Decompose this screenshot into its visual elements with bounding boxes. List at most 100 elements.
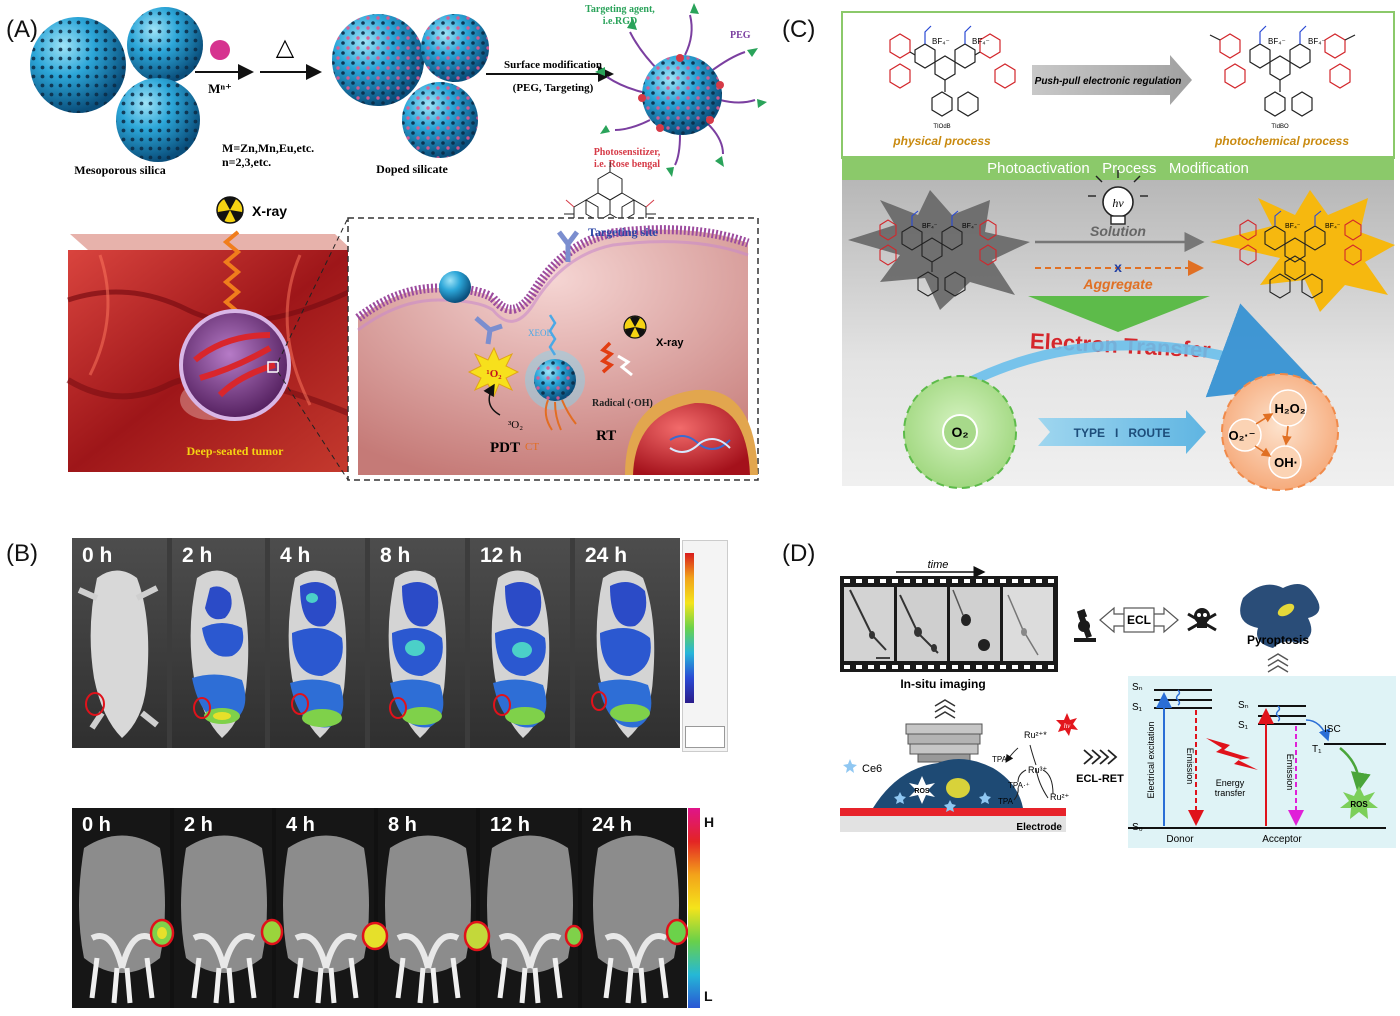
acceptor-relaxation-squiggle <box>1275 705 1281 722</box>
acceptor-emission-label: Emission <box>1285 754 1295 791</box>
rt-label: RT <box>596 428 616 444</box>
deep-seated-tumor <box>179 309 291 421</box>
donor-label: Donor <box>1166 834 1194 845</box>
ru3-label: Ru³⁺ <box>1028 765 1048 775</box>
compound-left-label: TIOdB <box>933 124 950 130</box>
panel-d-diagram: time In-situ imaging ROS Ce6 Electrode R… <box>840 559 1396 848</box>
hydroxyl-label: OH· <box>1274 455 1298 470</box>
surface-mod-label-1: Surface modification <box>504 59 602 71</box>
mouse-fluorescence-icon <box>190 570 249 738</box>
ct-scale-high: H <box>704 814 715 830</box>
ru-hv-burst <box>1056 713 1078 736</box>
ce6-stars <box>894 792 991 812</box>
radical-label: Radical (·OH) <box>592 398 653 409</box>
aggregate-blocked-icon: x <box>1114 259 1122 275</box>
energy-transfer-label-1: Energy <box>1216 778 1245 788</box>
cell-nucleus <box>946 778 970 798</box>
mouse-fluorescence-icon <box>388 570 447 738</box>
electrode-bar <box>840 816 1066 832</box>
timepoint-label: 12 h <box>490 814 531 836</box>
ct-scale-low: L <box>704 988 713 1004</box>
targeting-receptor-icon <box>557 230 579 262</box>
compound-right-label: TIdBO <box>1271 124 1289 130</box>
fluorescence-colorbar <box>682 540 728 752</box>
panel-c-diagram: BF₄⁻ BF₄⁻ TIOdB physical process Push-pu… <box>841 11 1395 491</box>
bf4-activated-1: BF₄⁻ <box>1285 223 1301 230</box>
isc-arrow <box>1305 719 1331 742</box>
film-strip <box>840 576 1058 672</box>
xray-beam <box>222 230 242 324</box>
tpa-plus-label: TPA·⁺ <box>1008 781 1030 790</box>
fluorescence-gradient <box>685 553 694 703</box>
timepoint-label: 12 h <box>480 544 523 567</box>
time-label: time <box>928 559 949 571</box>
ct-frame-0h: 0 h <box>72 808 170 1008</box>
tpa-star-label: TPA· <box>992 755 1010 764</box>
modification-banner-text: Photoactivation Process Modification <box>987 160 1249 177</box>
mouse-frame-24h: 24 h <box>575 538 680 748</box>
push-pull-label: Push-pull electronic regulation <box>1035 76 1182 87</box>
panel-b-letter: (B) <box>6 540 38 567</box>
timepoint-label: 24 h <box>585 544 628 567</box>
ecl-ret-chevrons <box>1083 749 1118 765</box>
timepoint-label: 4 h <box>286 814 315 836</box>
inset-xray-beam <box>599 341 615 374</box>
ecl-ret-label: ECL-RET <box>1076 773 1124 785</box>
s1-right-label: S₁ <box>1238 720 1249 731</box>
sn-right-label: Sₙ <box>1238 700 1249 711</box>
timepoint-label: 4 h <box>280 544 311 567</box>
bf4-right-2: BF₄⁻ <box>1308 37 1326 46</box>
singlet-oxygen-burst <box>467 346 520 398</box>
superoxide-label: O₂·⁻ <box>1228 428 1255 443</box>
zoom-line-bottom <box>277 371 349 481</box>
ct-label: CT <box>525 441 539 453</box>
ros-arrow-2 <box>1282 425 1292 446</box>
timepoint-label: 0 h <box>82 814 111 836</box>
type-i-route-label: TYPE I ROUTE <box>1074 426 1171 440</box>
panel-d-letter: (D) <box>782 540 816 567</box>
timepoint-label: 2 h <box>182 544 213 567</box>
s0-label: S₀ <box>1132 822 1143 833</box>
xeol-label: XEOL <box>528 328 552 338</box>
donor-emission-label: Emission <box>1185 748 1195 785</box>
timepoint-label: 0 h <box>82 544 113 567</box>
superoxide-molecule <box>1228 418 1262 452</box>
panel-c-letter: (C) <box>782 16 816 43</box>
energy-transfer-label-2: transfer <box>1215 788 1246 798</box>
targeting-agent-label-1: Targeting agent, <box>585 4 655 15</box>
bf4-activated-2: BF₄⁻ <box>1325 223 1341 230</box>
pyroptosis-label: Pyroptosis <box>1247 633 1309 647</box>
quenched-structure <box>879 210 997 297</box>
bf4-left-2: BF₄⁻ <box>972 37 990 46</box>
electrode-red-layer <box>840 808 1066 816</box>
oxygen-molecule <box>942 414 978 450</box>
xeol-wave <box>548 314 557 356</box>
aggregate-label: Aggregate <box>1082 276 1152 292</box>
energy-diagram-box <box>1128 676 1396 848</box>
solution-label: Solution <box>1090 223 1146 239</box>
electrical-excitation-label: Electrical excitation <box>1146 721 1156 798</box>
mouse-body-icon <box>77 570 159 738</box>
tumor-label: Deep-seated tumor <box>187 444 285 458</box>
binding-receptor-icon <box>474 316 503 345</box>
timepoint-label: 8 h <box>388 814 417 836</box>
ru2-label: Ru²⁺ <box>1050 792 1070 802</box>
panel-a-diagram: Mesoporous silica Mⁿ⁺ △ M=Zn,Mn,Eu,etc. … <box>30 3 767 481</box>
mouse-fluorescence-icon <box>288 570 347 738</box>
mesoporous-label: Mesoporous silica <box>74 163 165 177</box>
metal-ion-icon <box>210 40 230 60</box>
doped-silicate-spheres <box>332 14 489 158</box>
peg-label: PEG <box>730 30 751 41</box>
mouse-frame-2h: 2 h <box>172 538 265 748</box>
mouse-frame-8h: 8 h <box>370 538 465 748</box>
ct-frame-4h: 4 h <box>276 808 374 1008</box>
ct-colorbar <box>688 808 700 1008</box>
nanoparticle-icon <box>439 271 471 303</box>
heat-icon: △ <box>276 35 295 61</box>
ct-frame-8h: 8 h <box>378 808 476 1008</box>
skull-icon <box>1187 608 1217 632</box>
sn-left-label: Sₙ <box>1132 682 1143 693</box>
doping-note-1: M=Zn,Mn,Eu,etc. <box>222 141 314 155</box>
hydroxyl-molecule <box>1268 445 1302 479</box>
objective-lens-icon <box>905 723 983 763</box>
